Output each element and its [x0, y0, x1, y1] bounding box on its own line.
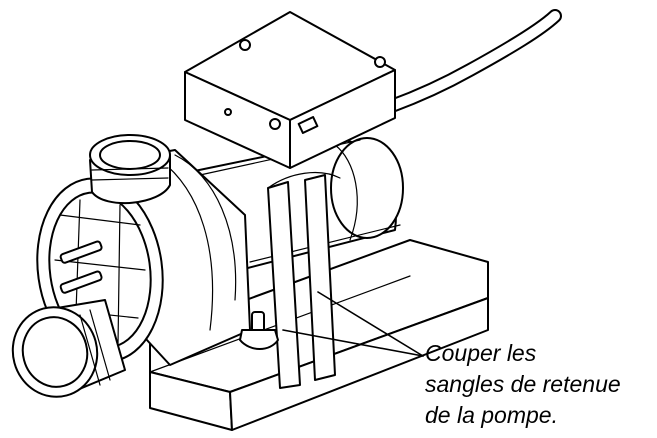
top-outlet-port [89, 134, 171, 205]
junction-box [184, 11, 396, 169]
cut-straps-caption: Couper les sangles de retenue de la pomp… [425, 338, 655, 431]
caption-line: Couper les [425, 340, 537, 366]
callout-leader-lines [282, 291, 424, 357]
drain-fitting [239, 311, 279, 350]
front-inlet-port [11, 299, 126, 398]
caption-line: sangles de retenue [425, 371, 621, 397]
air-fittings [59, 240, 103, 294]
caption-line: de la pompe. [425, 402, 558, 428]
retaining-straps [267, 171, 341, 389]
